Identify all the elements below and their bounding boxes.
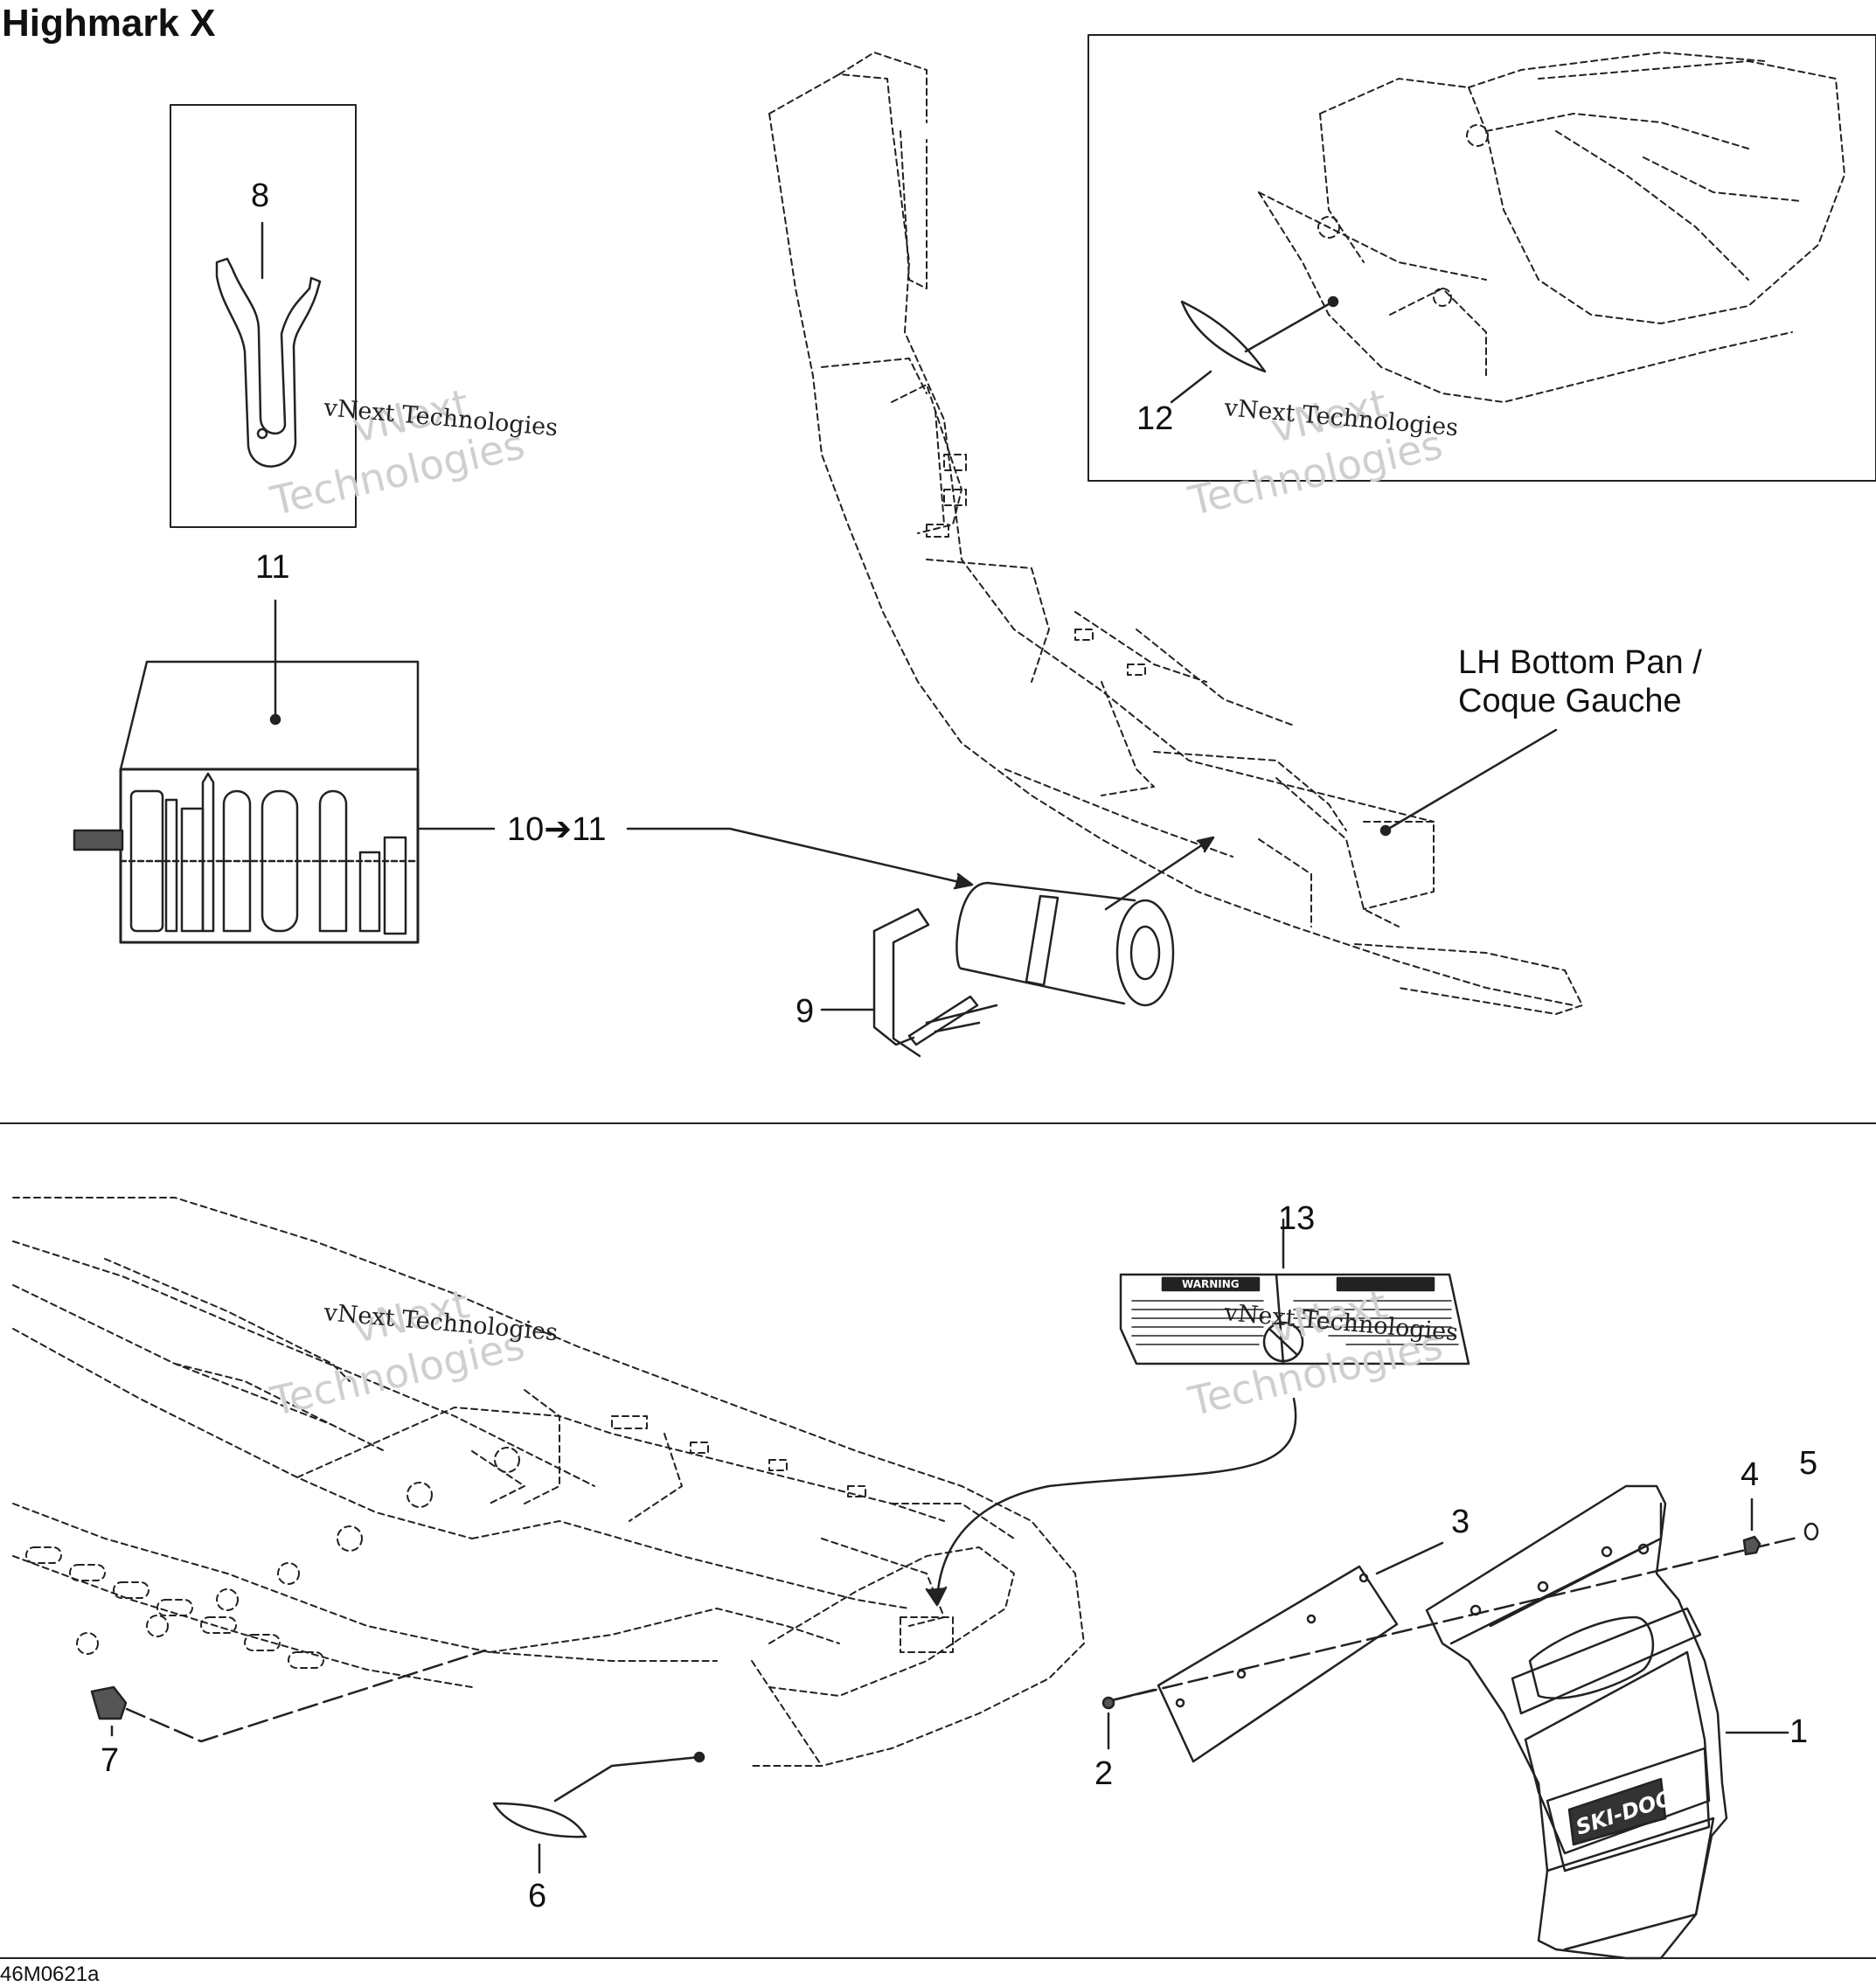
skid-plate-part-12 <box>1180 300 1267 373</box>
lh-bottom-pan-label-line1: LH Bottom Pan / <box>1458 644 1702 681</box>
lh-bottom-pan-label-line2: Coque Gauche <box>1458 683 1682 719</box>
decal-warning-text: WARNING <box>1182 1278 1240 1290</box>
reinforcement-plate-part-3 <box>1157 1565 1399 1763</box>
leader-10-11 <box>626 827 972 886</box>
callout-1: 1 <box>1789 1713 1809 1750</box>
drawing-code: 46M0621a <box>0 1963 100 1986</box>
callout-3: 3 <box>1451 1504 1470 1540</box>
side-pan-inset-box <box>1087 34 1876 482</box>
callout-12: 12 <box>1136 400 1174 437</box>
page-title: Highmark X <box>2 2 216 45</box>
tool-kit-bracket-part <box>820 907 998 1058</box>
leader-cylinder-to-pan <box>1104 837 1212 911</box>
nut-part-2 <box>1101 1696 1115 1750</box>
side-pan-outline <box>1258 52 1845 403</box>
lh-bottom-pan-outline <box>768 52 1583 1015</box>
fastener-axis <box>1110 1535 1803 1702</box>
rivet-part-4 <box>1742 1497 1761 1556</box>
tool-kit-part <box>73 599 496 944</box>
tool-kit-holder-cylinder <box>955 881 1175 1007</box>
callout-2: 2 <box>1094 1755 1114 1792</box>
leader-12 <box>1244 300 1335 353</box>
leader-6 <box>553 1755 701 1803</box>
spanner-wrench-part <box>215 221 322 468</box>
callout-5: 5 <box>1799 1445 1818 1482</box>
lh-bottom-pan-label: LH Bottom Pan / Coque Gauche <box>1458 643 1702 720</box>
callout-4: 4 <box>1741 1456 1760 1493</box>
callout-7: 7 <box>101 1742 120 1779</box>
leader-3 <box>1375 1541 1444 1575</box>
leader-13 <box>935 1397 1297 1601</box>
callout-10-to-11: 10➔11 <box>507 811 607 848</box>
snow-flap-part-1 <box>1425 1484 1728 1960</box>
washer-part-5 <box>1803 1522 1819 1541</box>
skid-plate-part-6 <box>492 1802 587 1838</box>
reflector-part-7 <box>90 1685 128 1720</box>
callout-8: 8 <box>251 177 270 214</box>
callout-9: 9 <box>796 993 815 1030</box>
wrench-inset-box <box>170 104 357 528</box>
warning-decal-part-13 <box>1119 1218 1470 1365</box>
watermark-group: vNext Technologies vNext Technologies vN… <box>266 379 1447 1425</box>
callout-13: 13 <box>1278 1200 1316 1237</box>
callout-11: 11 <box>255 549 290 586</box>
callout-6: 6 <box>528 1878 547 1914</box>
leader-lh-bottom-pan <box>1384 728 1558 832</box>
tunnel-chassis-outline <box>12 1197 1085 1767</box>
leader-7 <box>125 1649 487 1743</box>
